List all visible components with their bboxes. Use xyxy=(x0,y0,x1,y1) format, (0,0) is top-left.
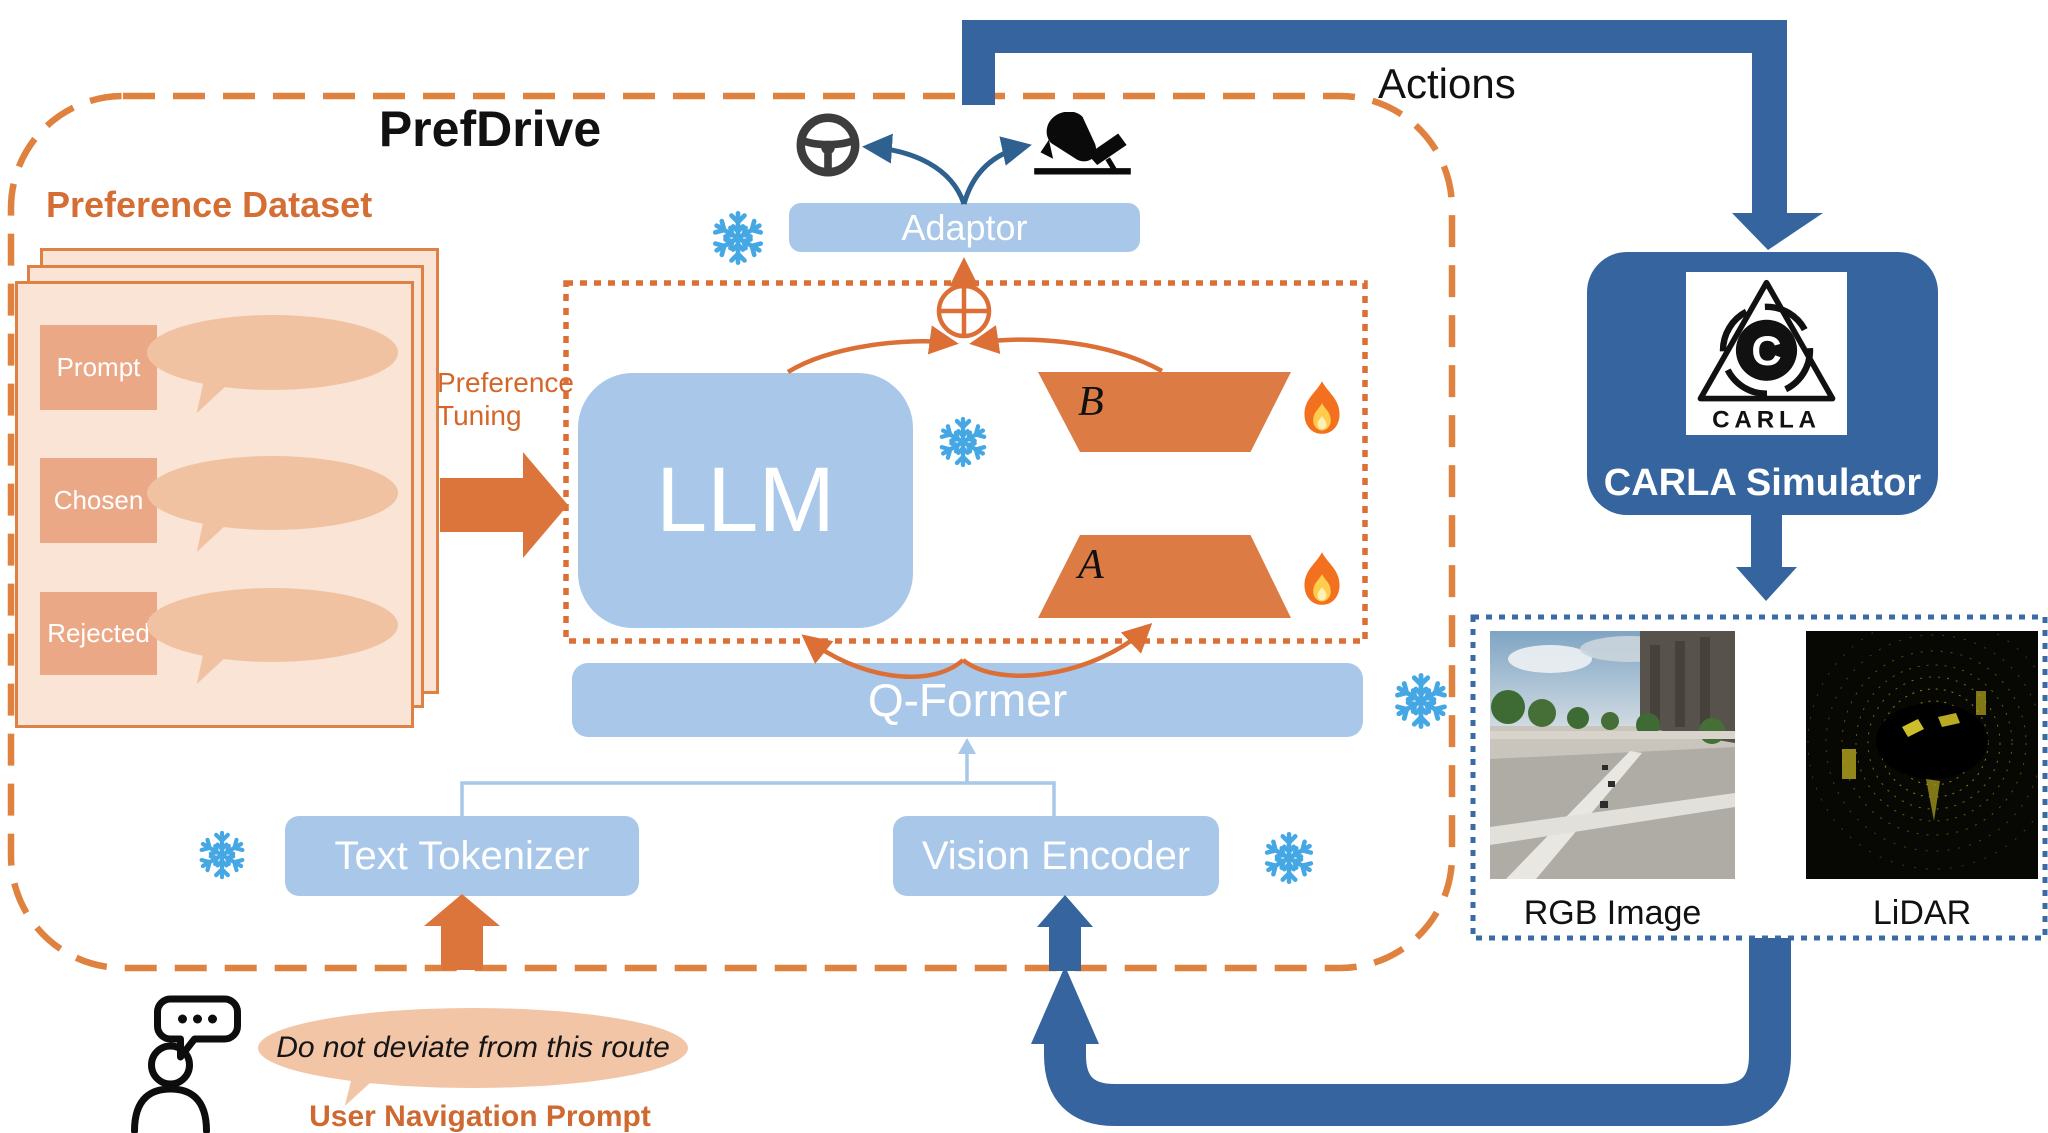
fire-icon xyxy=(1304,381,1340,434)
sensor-feedback-loop xyxy=(1044,938,1791,1126)
carla-logo: C CARLA xyxy=(1686,272,1847,435)
q-former-box: Q-Former xyxy=(572,663,1363,737)
preference-tuning-line1: Preference xyxy=(437,367,574,398)
carla-to-sensors-arrow xyxy=(1751,515,1782,567)
actions-arrowhead xyxy=(1732,213,1823,250)
snowflake-icon xyxy=(1391,671,1451,731)
lidar-label: LiDAR xyxy=(1872,894,1972,932)
preference-tuning-label: Preference Tuning xyxy=(437,366,574,432)
adaptor-box: Adaptor xyxy=(789,203,1140,252)
lora-branch-b-trapezoid xyxy=(1038,372,1291,452)
carla-simulator-label: CARLA Simulator xyxy=(1603,462,1922,504)
steering-wheel-icon xyxy=(796,113,860,177)
fire-icon xyxy=(1304,552,1340,605)
rgb-camera-image xyxy=(1490,631,1735,879)
actions-down-shaft xyxy=(1752,53,1787,213)
carla-logo-text: CARLA xyxy=(1712,407,1821,434)
adaptor-to-pedal-arrow xyxy=(961,136,1032,205)
snowflake-icon xyxy=(1261,830,1317,886)
lora-branch-b-label: B xyxy=(1078,379,1104,425)
plus-circle-icon xyxy=(936,283,992,339)
speech-bubble-icon xyxy=(147,456,398,530)
preference-tuning-line2: Tuning xyxy=(437,400,522,431)
dataset-row-chosen-label: Chosen xyxy=(40,458,157,543)
lidar-image xyxy=(1806,631,2038,879)
pedal-icon xyxy=(1034,112,1131,175)
snowflake-icon xyxy=(196,829,248,881)
lora-b-to-merge-arrow xyxy=(969,325,1164,373)
lora-branch-a-trapezoid xyxy=(1038,535,1291,618)
llm-to-merge-arrow xyxy=(786,325,959,374)
llm-box: LLM xyxy=(578,373,913,628)
lora-branch-a-label: A xyxy=(1078,542,1104,588)
snowflake-icon xyxy=(709,209,767,267)
preference-tuning-arrow xyxy=(440,452,568,558)
dataset-row-prompt-label: Prompt xyxy=(40,325,157,410)
connector-to-qformer-arrowhead xyxy=(958,738,976,754)
svg-text:C: C xyxy=(1751,327,1781,374)
rgb-image-label: RGB Image xyxy=(1523,894,1702,932)
person-icon xyxy=(131,995,241,1133)
encoder-connector-line xyxy=(460,781,1056,816)
adaptor-to-steering-arrow xyxy=(862,133,967,205)
actions-elbow-bar xyxy=(962,20,1787,105)
feedback-loop-arrowhead xyxy=(1031,966,1099,1044)
vision-encoder-box: Vision Encoder xyxy=(893,816,1219,896)
actions-label: Actions xyxy=(1378,60,1516,107)
text-tokenizer-box: Text Tokenizer xyxy=(285,816,639,896)
prefdrive-title: PrefDrive xyxy=(378,101,602,157)
speech-bubble-icon xyxy=(147,315,398,390)
snowflake-icon xyxy=(936,415,990,469)
preference-dataset-heading: Preference Dataset xyxy=(46,184,373,225)
dataset-row-rejected-label: Rejected xyxy=(40,592,157,675)
image-to-vision-encoder-arrow xyxy=(1049,925,1081,971)
user-prompt-to-tokenizer-arrow xyxy=(441,924,483,970)
user-navigation-prompt-label: User Navigation Prompt xyxy=(309,1100,651,1133)
speech-bubble-icon xyxy=(147,588,398,662)
user-prompt-bubble: Do not deviate from this route xyxy=(258,1008,688,1088)
